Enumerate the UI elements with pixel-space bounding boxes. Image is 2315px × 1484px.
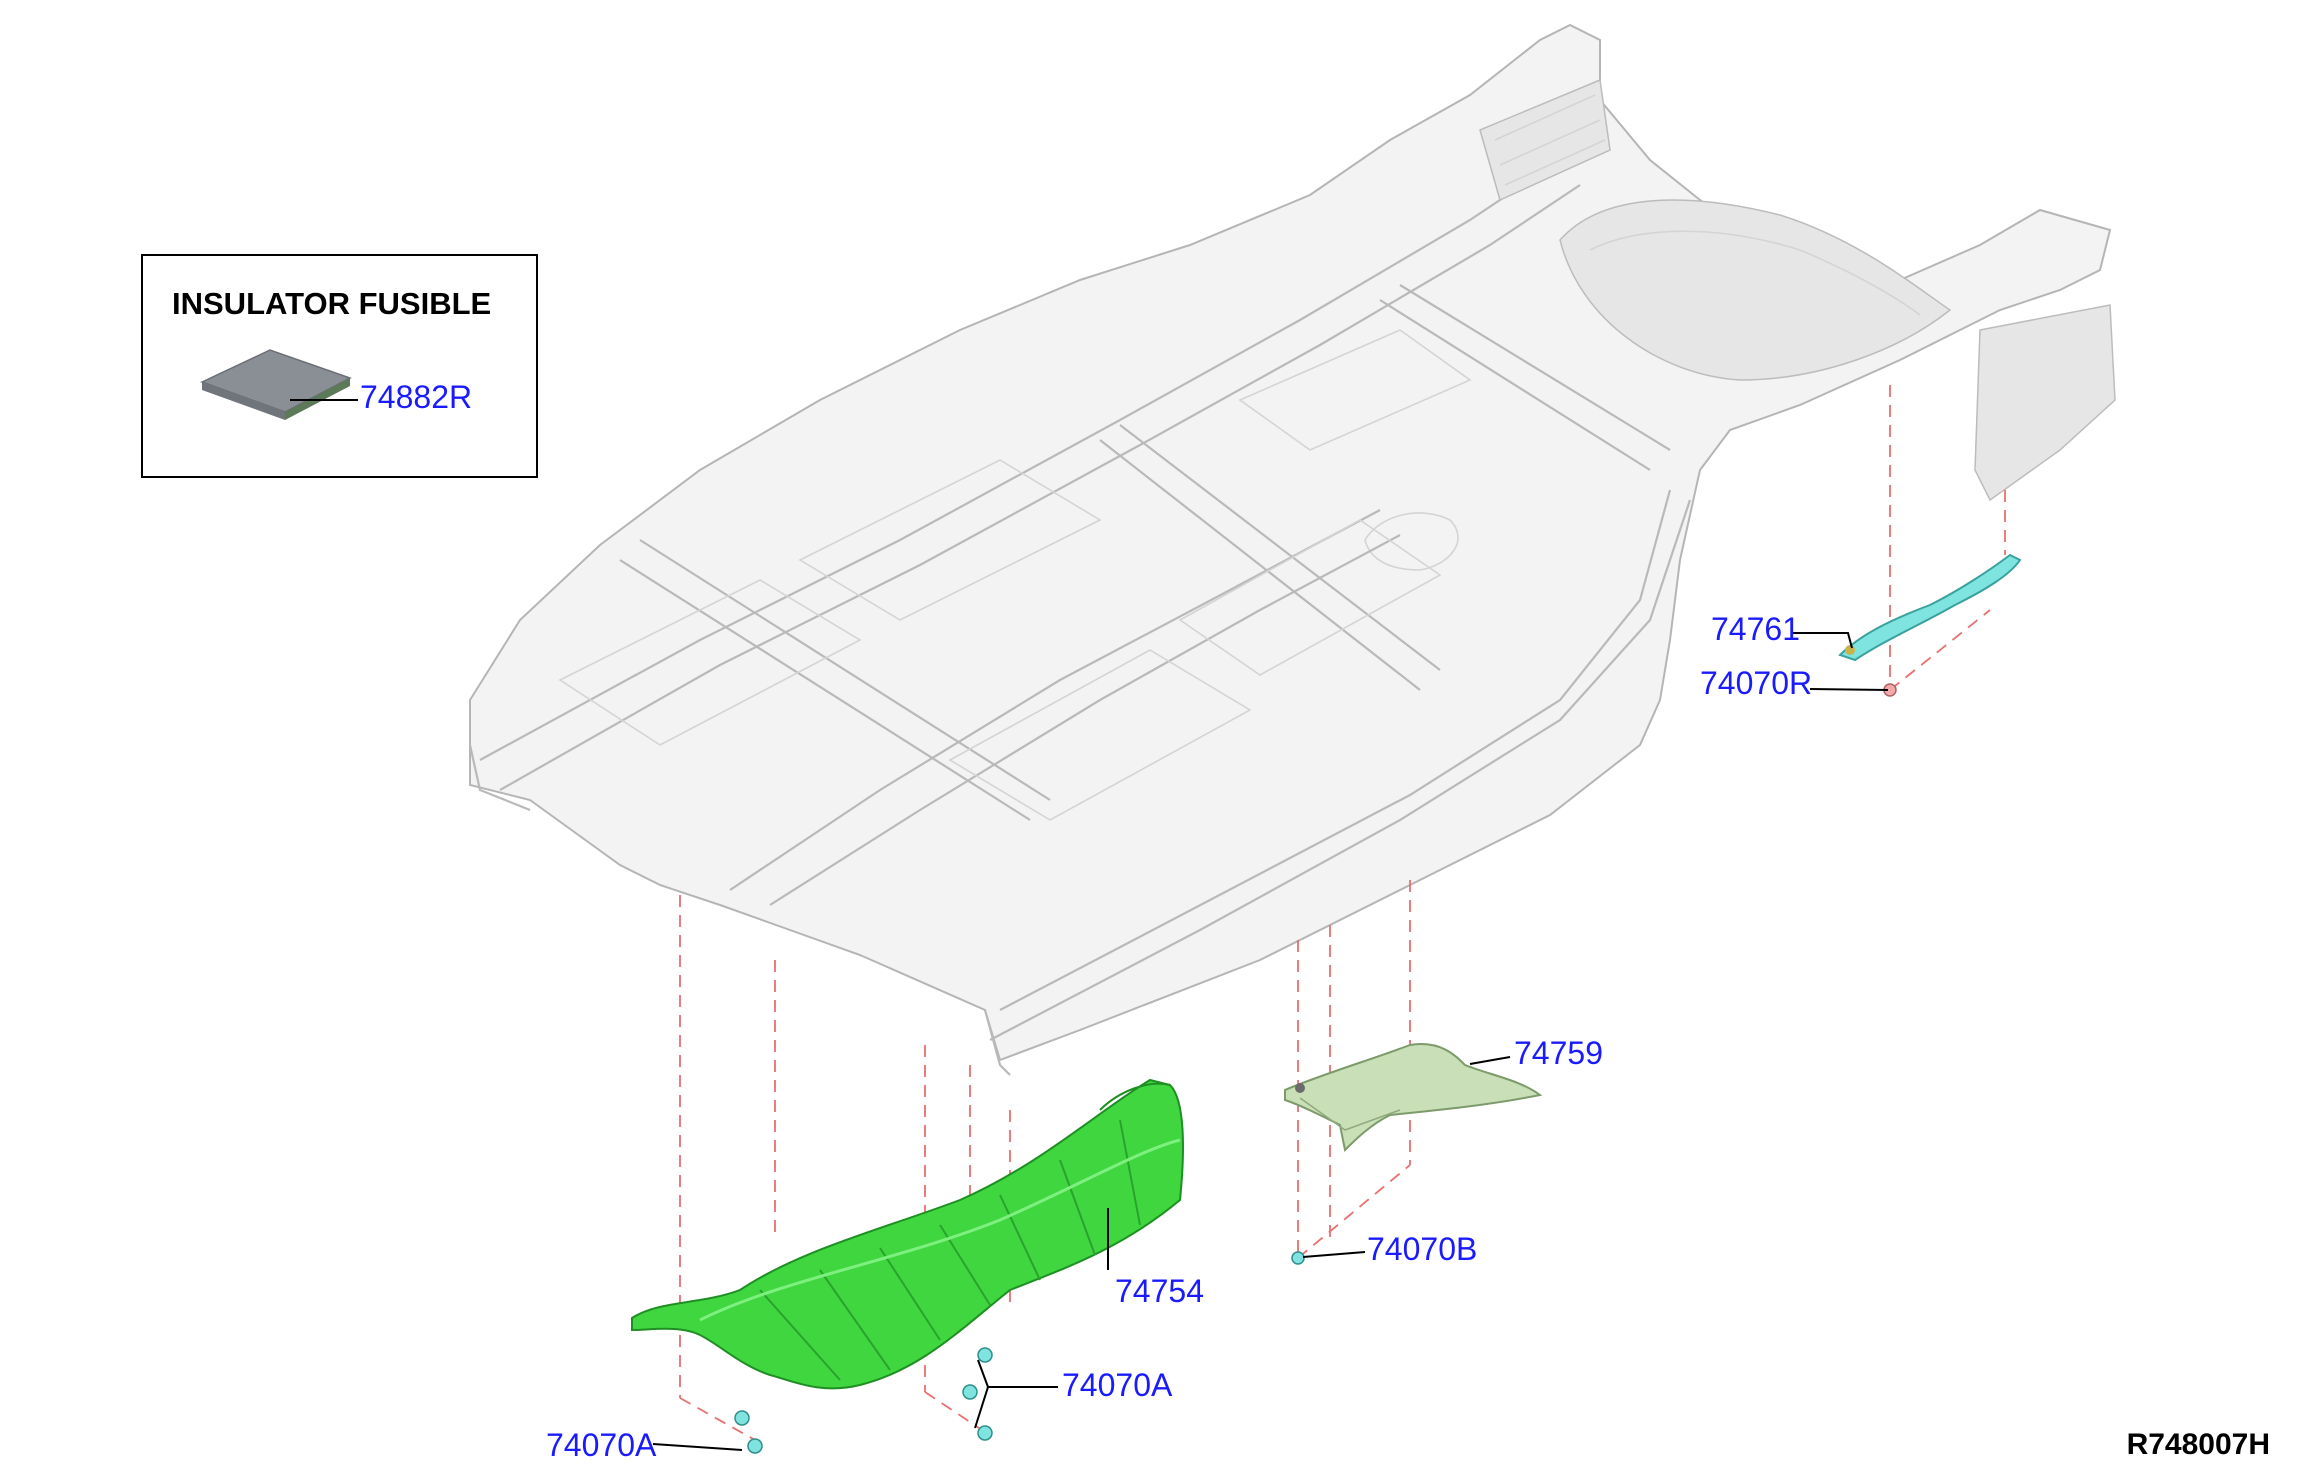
clip-74070A-group[interactable] (734, 1347, 993, 1454)
callout-74070B[interactable]: 74070B (1367, 1231, 1477, 1267)
callout-74070R[interactable]: 74070R (1700, 665, 1812, 701)
leader-lines (652, 632, 1889, 1451)
inset-frame (141, 254, 538, 478)
reference-code: R748007H (2127, 1428, 2270, 1461)
insulator-74754[interactable] (631, 1078, 1184, 1390)
callout-74070A-right[interactable]: 74070A (1062, 1367, 1173, 1403)
floor-pan-body (468, 23, 2116, 1076)
insulator-74759[interactable] (1284, 1043, 1543, 1153)
insulator-fusible-inset: INSULATOR FUSIBLE 74882R (141, 254, 538, 478)
callout-74761[interactable]: 74761 (1711, 611, 1800, 647)
callout-74759[interactable]: 74759 (1514, 1035, 1603, 1071)
insulator-74761[interactable] (1838, 553, 2022, 662)
inset-title: INSULATOR FUSIBLE (172, 286, 491, 321)
clip-74070B[interactable] (1291, 1251, 1305, 1265)
callout-74882R[interactable]: 74882R (360, 379, 472, 415)
callout-74754[interactable]: 74754 (1115, 1273, 1204, 1309)
callout-74070A-left[interactable]: 74070A (546, 1427, 657, 1463)
